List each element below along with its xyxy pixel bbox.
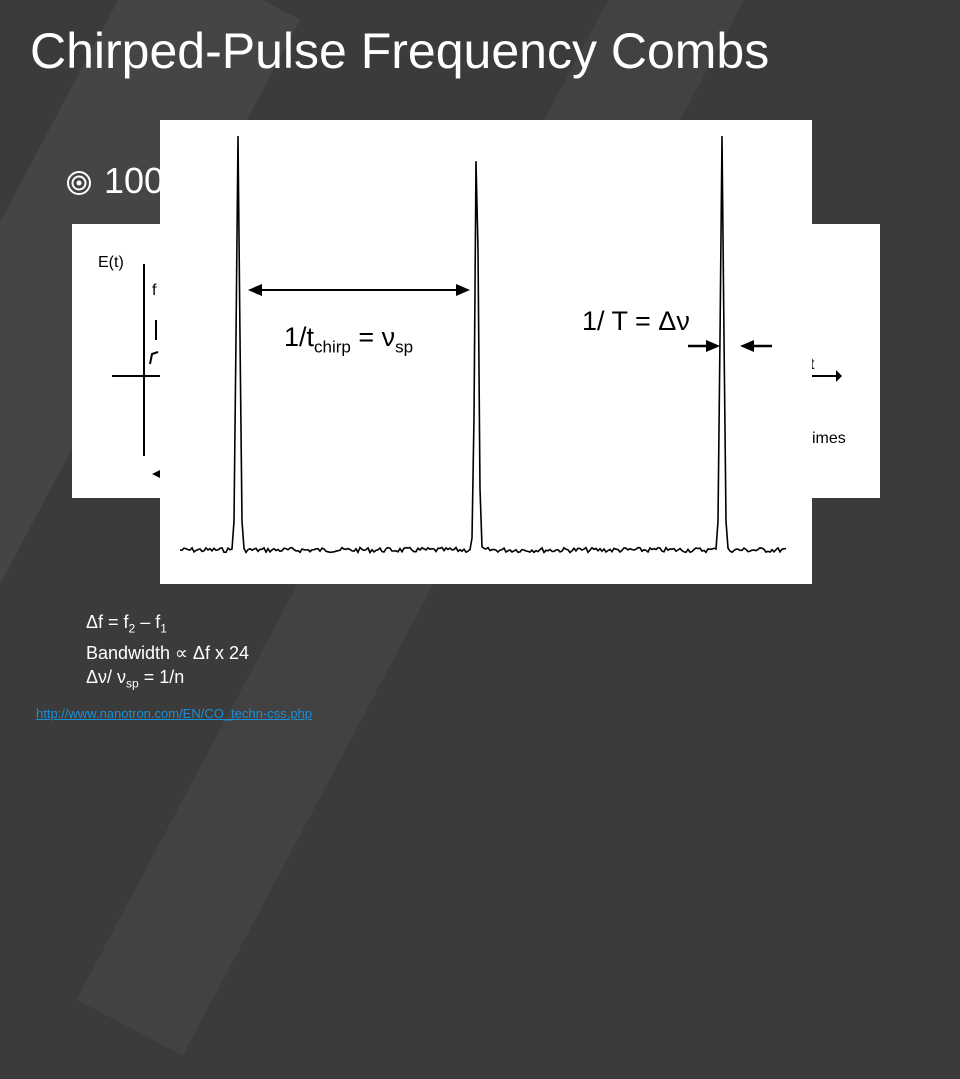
comb-plot — [179, 135, 786, 555]
bullet-text: 100 — [104, 160, 165, 201]
period-arrow-right-head — [740, 340, 754, 352]
slide-title: Chirped-Pulse Frequency Combs — [30, 23, 770, 79]
time-axis-label: t — [810, 356, 815, 373]
formula-ratio: Δν/ νsp = 1/n — [86, 666, 185, 691]
frequency-label: f — [152, 282, 157, 299]
target-ring-icon — [67, 171, 91, 195]
source-link[interactable]: http://www.nanotron.com/EN/CO_techn-css.… — [36, 706, 313, 721]
chirp-arrow-head-left — [248, 284, 262, 296]
comb-trace-line — [179, 135, 786, 555]
formula-bandwidth: Bandwidth ∝ Δf x 24 — [86, 642, 249, 663]
efield-axis-label: E(t) — [98, 254, 124, 271]
chirp-arrow-head-right — [456, 284, 470, 296]
chirp-rate-label: 1/tchirp = νsp — [284, 322, 414, 357]
period-label: 1/ T = Δν — [582, 306, 690, 336]
comb-plot-panel: 1/tchirp = νsp 1/ T = Δν — [160, 120, 812, 584]
right-caption-fragment: imes — [812, 430, 846, 447]
formula-block: Δf = f2 – f1 Bandwidth ∝ Δf x 24 Δν/ νsp… — [86, 610, 249, 695]
formula-delta-f: Δf = f2 – f1 — [86, 612, 167, 636]
period-arrow-left-head — [706, 340, 720, 352]
